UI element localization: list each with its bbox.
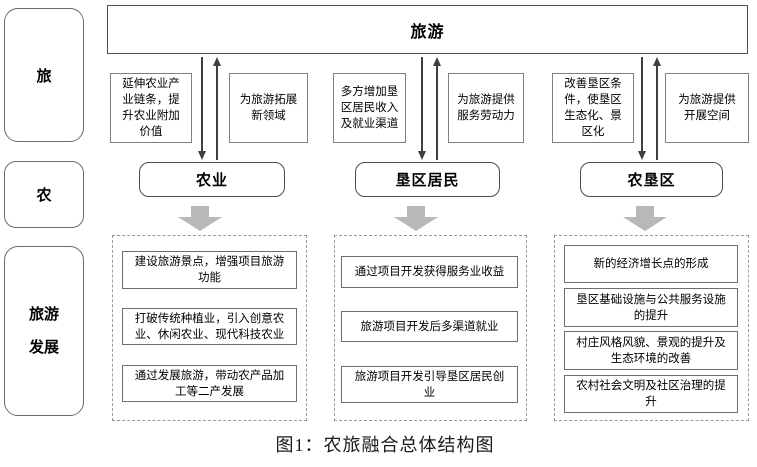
up-arrow-icon <box>656 66 658 160</box>
outcome-item: 通过发展旅游，带动农产品加工等二产发展 <box>122 365 297 402</box>
sidebar-band-label-line: 发展 <box>28 339 59 356</box>
sidebar-band-tourism: 旅 <box>4 8 84 142</box>
up-arrowhead-icon <box>433 57 441 66</box>
bridge-extend-agri-value-chain: 延伸农业产业链条，提升农业附加价值 <box>110 73 192 143</box>
outcome-item: 农村社会文明及社区治理的提升 <box>564 375 738 413</box>
down-arrowhead-icon <box>638 151 646 160</box>
up-arrowhead-icon <box>653 57 661 66</box>
up-arrowhead-icon <box>213 57 221 66</box>
outcome-item: 村庄风格风貌、景观的提升及生态环境的改善 <box>564 331 738 370</box>
block-arrow-down-icon <box>178 206 222 231</box>
sidebar-band-agriculture: 农 <box>4 161 84 228</box>
bridge-provide-service-labor: 为旅游提供服务劳动力 <box>448 73 524 143</box>
up-arrow-icon <box>436 66 438 160</box>
down-arrowhead-icon <box>418 151 426 160</box>
down-arrow-icon <box>421 57 423 151</box>
up-arrow-icon <box>216 66 218 160</box>
outcome-item: 新的经济增长点的形成 <box>564 245 738 283</box>
bridge-expand-tourism-fields: 为旅游拓展新领域 <box>229 73 308 143</box>
bridge-increase-resident-income: 多方增加垦区居民收入及就业渠道 <box>333 73 406 143</box>
figure-caption: 图1：农旅融合总体结构图 <box>275 435 495 455</box>
tourism-node-label: 旅游 <box>410 23 445 41</box>
outcome-item: 建设旅游景点，增强项目旅游功能 <box>122 251 297 289</box>
bridge-provide-development-space: 为旅游提供开展空间 <box>665 73 749 143</box>
sidebar-band-tourism-development: 旅游 发展 <box>4 246 84 416</box>
agriculture-node: 农业 <box>139 162 285 197</box>
outcome-item: 通过项目开发获得服务业收益 <box>341 256 518 288</box>
outcome-item: 打破传统种植业，引入创意农业、休闲农业、现代科技农业 <box>122 308 297 345</box>
block-arrow-down-icon <box>623 206 667 231</box>
block-arrow-down-icon <box>394 206 438 231</box>
down-arrowhead-icon <box>198 151 206 160</box>
sidebar-band-label: 农 <box>36 187 52 204</box>
sidebar-band-label-line: 旅游 <box>28 306 59 323</box>
outcome-item: 垦区基础设施与公共服务设施的提升 <box>564 288 738 327</box>
sidebar-band-label: 旅 <box>36 67 52 85</box>
down-arrow-icon <box>201 57 203 151</box>
outcome-item: 旅游项目开发引导垦区居民创业 <box>341 366 518 403</box>
bridge-improve-reclamation-conditions: 改善垦区条件，使垦区生态化、景区化 <box>552 73 634 143</box>
outcome-item: 旅游项目开发后多渠道就业 <box>341 311 518 342</box>
tourism-node: 旅游 <box>107 5 748 54</box>
reclamation-residents-node: 垦区居民 <box>355 162 500 197</box>
down-arrow-icon <box>641 57 643 151</box>
farm-reclamation-node: 农垦区 <box>580 162 723 197</box>
